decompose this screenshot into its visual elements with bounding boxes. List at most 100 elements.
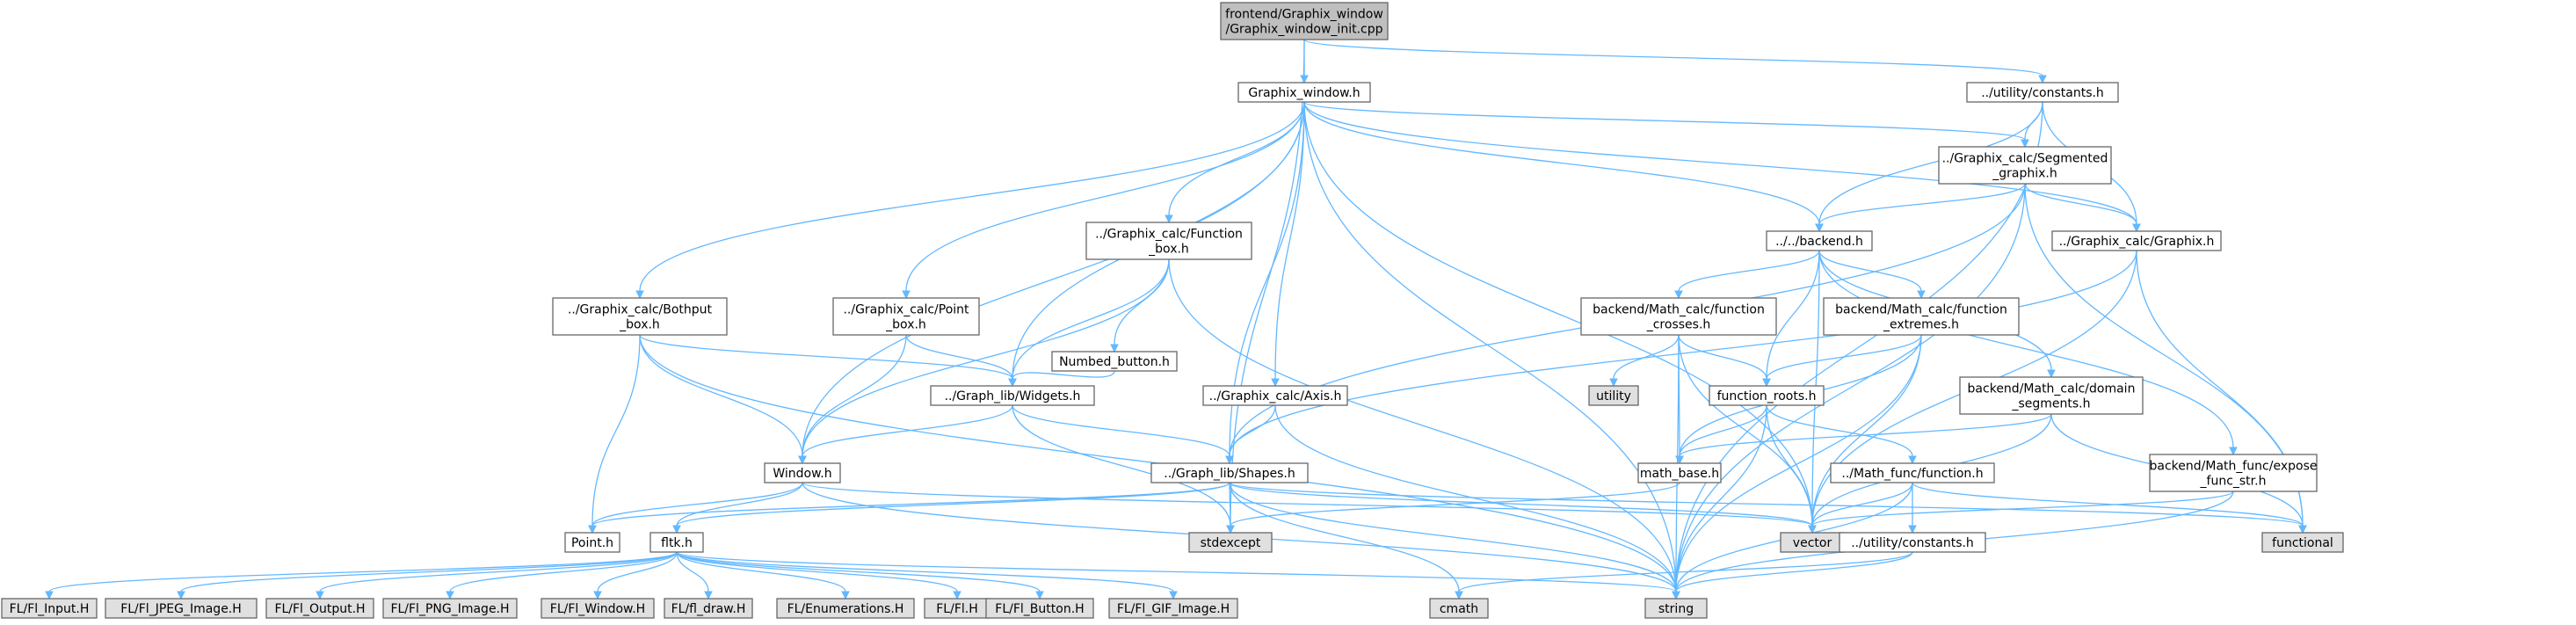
node-box: [1202, 385, 1348, 406]
node-numbtn[interactable]: Numbed_button.h: [1051, 351, 1178, 372]
edge-line: [1230, 482, 1680, 527]
node-bothput[interactable]: ../Graphix_calc/Bothput_box.h: [552, 297, 728, 336]
node-uconst[interactable]: ../utility/constants.h: [1966, 82, 2119, 103]
node-label: FL/Fl_GIF_Image.H: [1117, 602, 1230, 616]
node-box: [1637, 462, 1722, 483]
edge-line: [597, 551, 678, 592]
node-label: Graphix_window.h: [1248, 86, 1360, 100]
edge-line: [905, 334, 1013, 380]
edge-gwin-to-backend: [1303, 101, 1824, 233]
edge-gwin-to-axis: [1271, 101, 1305, 388]
node-label: ../utility/constants.h: [1981, 86, 2104, 100]
node-box: [1938, 146, 2112, 185]
node-label: _box.h: [1148, 243, 1189, 257]
edge-fltk-to-flwindow: [593, 551, 678, 600]
node-label: _func_str.h: [2200, 475, 2267, 489]
edge-line: [1229, 482, 1460, 592]
node-shapes[interactable]: ../Graph_lib/Shapes.h: [1150, 462, 1309, 483]
edge-arrowhead: [635, 290, 644, 300]
node-segm[interactable]: ../Graphix_calc/Segmented_graphix.h: [1938, 146, 2112, 185]
node-axis[interactable]: ../Graphix_calc/Axis.h: [1202, 385, 1348, 406]
edge-line: [676, 551, 1174, 592]
edge-fext-to-froots: [1762, 334, 1922, 388]
node-box: [1, 598, 98, 619]
edge-line: [180, 551, 678, 592]
node-label: FL/Fl_PNG_Image.H: [390, 602, 509, 616]
node-box: [2149, 454, 2318, 492]
node-mfunc[interactable]: ../Math_func/function.h: [1830, 462, 1995, 483]
node-label: ../Graphix_calc/Axis.h: [1209, 389, 1342, 403]
edges-layer: [45, 39, 2307, 600]
edge-line: [802, 101, 1305, 457]
edge-arrowhead: [1165, 214, 1173, 224]
edge-line: [449, 551, 678, 592]
node-fbox[interactable]: ../Graphix_calc/Function_box.h: [1085, 222, 1252, 260]
node-box: [1766, 230, 1873, 251]
edge-arrowhead: [1762, 378, 1771, 388]
edge-arrowhead: [2047, 369, 2056, 379]
edge-line: [1274, 101, 1305, 380]
node-label: ../../backend.h: [1775, 235, 1863, 249]
edge-bothput-to-pointh: [588, 334, 641, 534]
edge-arrowhead: [1908, 525, 1917, 534]
node-window[interactable]: Window.h: [764, 462, 841, 483]
node-label: functional: [2272, 536, 2333, 550]
edge-arrowhead: [1110, 344, 1119, 353]
edge-line: [1679, 413, 2052, 457]
edge-arrowhead: [2132, 223, 2141, 233]
edge-line: [1811, 334, 1922, 527]
node-box: [1085, 222, 1252, 260]
node-fltk[interactable]: fltk.h: [649, 532, 704, 553]
edge-mfunc-to-functional: [1912, 482, 2307, 534]
edge-shapes-to-fltk: [672, 482, 1230, 534]
node-box: [1429, 598, 1489, 619]
node-box: [1580, 297, 1777, 336]
node-gwin[interactable]: Graphix_window.h: [1237, 82, 1371, 103]
node-box: [1051, 351, 1178, 372]
node-uconst2[interactable]: ../utility/constants.h: [1839, 532, 1986, 553]
edge-arrowhead: [798, 455, 807, 465]
edge-segm-to-graphix: [2024, 183, 2141, 233]
edge-line: [676, 551, 1677, 592]
node-box: [1188, 532, 1273, 553]
node-pbox[interactable]: ../Graphix_calc/Point_box.h: [832, 297, 980, 336]
node-widgets[interactable]: ../Graph_lib/Widgets.h: [930, 385, 1095, 406]
node-mathbase[interactable]: math_base.h: [1637, 462, 1722, 483]
node-fext[interactable]: backend/Math_calc/function_extremes.h: [1823, 297, 2020, 336]
node-domseg[interactable]: backend/Math_calc/domain_segments.h: [1959, 376, 2144, 415]
edge-line: [802, 334, 907, 457]
node-label: Point.h: [571, 536, 613, 550]
edge-line: [1303, 101, 1820, 225]
node-label: Window.h: [773, 467, 831, 481]
node-flh: FL/Fl.H: [924, 598, 990, 619]
edge-line: [639, 334, 803, 457]
edge-arrowhead: [1008, 378, 1017, 388]
edge-window-to-vector: [802, 482, 1817, 534]
node-flinput: FL/Fl_Input.H: [1, 598, 98, 619]
edge-arrowhead: [1455, 591, 1463, 600]
node-graphix[interactable]: ../Graphix_calc/Graphix.h: [2051, 230, 2222, 251]
node-box: [832, 297, 980, 336]
edge-line: [1678, 250, 1820, 292]
edge-arrowhead: [1808, 525, 1817, 534]
node-box: [1959, 376, 2144, 415]
edge-domseg-to-mathbase: [1675, 413, 2052, 465]
edge-line: [1303, 39, 2043, 76]
node-label: _extremes.h: [1883, 318, 1959, 332]
node-pointh[interactable]: Point.h: [564, 532, 620, 553]
edge-line: [676, 482, 1230, 527]
node-fcross[interactable]: backend/Math_calc/function_crosses.h: [1580, 297, 1777, 336]
node-floutput: FL/Fl_Output.H: [265, 598, 374, 619]
node-expose[interactable]: backend/Math_func/expose_func_str.h: [2149, 454, 2318, 492]
node-backend[interactable]: ../../backend.h: [1766, 230, 1873, 251]
node-label: _box.h: [619, 318, 660, 332]
edge-line: [676, 551, 846, 592]
node-label: stdexcept: [1201, 536, 1261, 550]
node-box: [764, 462, 841, 483]
edge-line: [1811, 482, 1913, 527]
node-vector: vector: [1780, 532, 1845, 553]
edge-fltk-to-flpng: [446, 551, 678, 600]
edge-fltk-to-flgif: [676, 551, 1178, 600]
node-box: [541, 598, 655, 619]
node-froots[interactable]: function_roots.h: [1709, 385, 1825, 406]
